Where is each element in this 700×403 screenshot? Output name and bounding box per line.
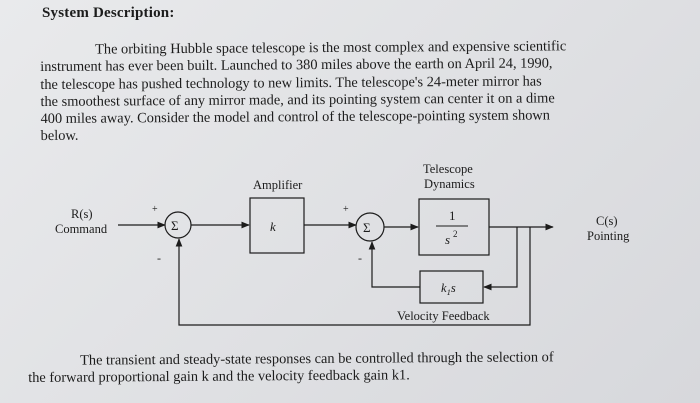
dynamics-label-line2: Dynamics — [424, 177, 475, 191]
sum2-sigma: Σ — [363, 220, 371, 235]
sum1-sigma: Σ — [171, 218, 179, 233]
closing-paragraph: The transient and steady-state responses… — [28, 348, 678, 387]
unity-feedback-loop — [175, 227, 531, 326]
feedback-gain: k1s — [441, 281, 456, 297]
amplifier-label: Amplifier — [253, 178, 303, 192]
feedback-label: Velocity Feedback — [397, 309, 490, 323]
input-symbol: R(s) — [71, 207, 93, 221]
output-label: Pointing — [587, 229, 630, 243]
feedback-to-sum2-arrow — [368, 241, 420, 288]
sum2-plus: + — [343, 204, 349, 215]
input-label: Command — [55, 222, 108, 236]
dynamics-numerator: 1 — [449, 208, 456, 223]
sum1-plus: + — [152, 204, 158, 215]
sum1-minus: - — [157, 251, 161, 265]
dynamics-label-line1: Telescope — [423, 162, 473, 176]
dynamics-exponent: 2 — [453, 229, 458, 239]
velocity-feedback-path — [483, 227, 518, 291]
dynamics-denominator: s — [445, 232, 450, 247]
section-heading: System Description: — [42, 5, 175, 21]
sum2-minus: - — [358, 251, 362, 265]
amplifier-gain: k — [270, 219, 276, 234]
amplifier-block — [249, 197, 305, 254]
output-symbol: C(s) — [596, 214, 618, 228]
